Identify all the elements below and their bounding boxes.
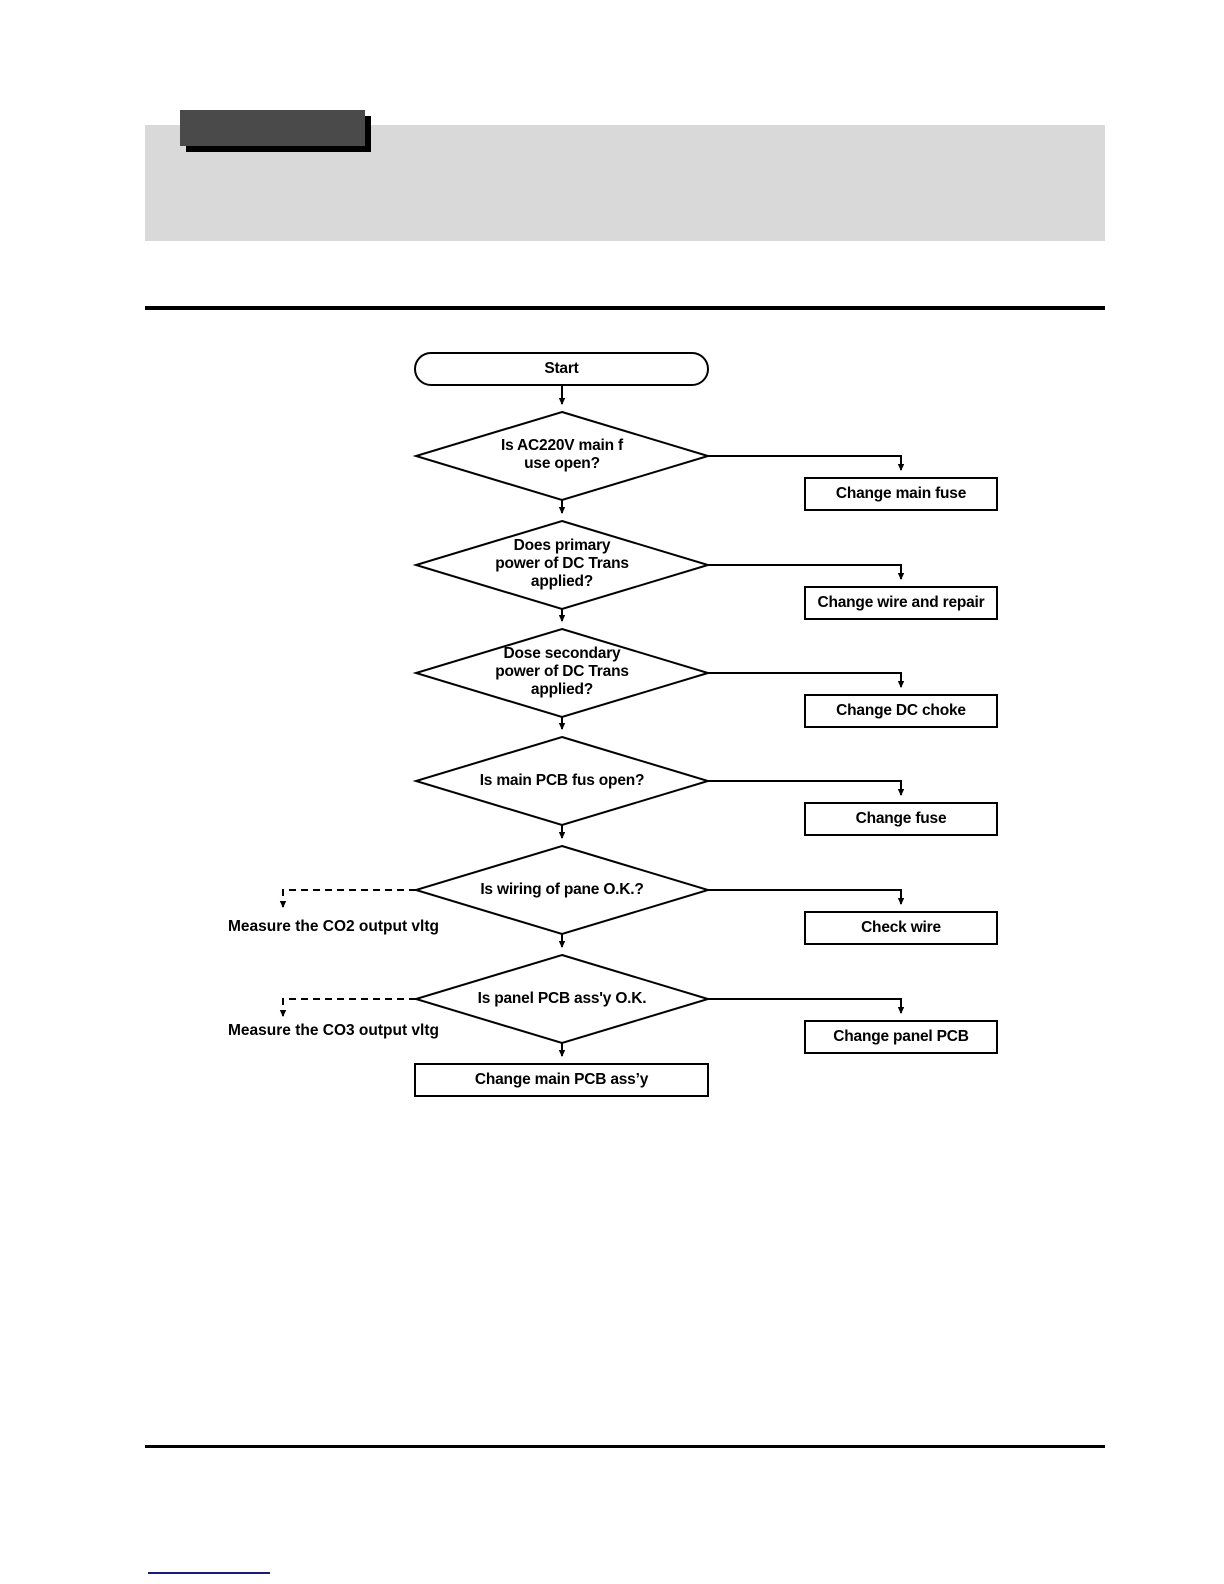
node-decision-primary-power (412, 519, 712, 611)
node-change-main-pcb-assy (414, 1063, 709, 1097)
note-measure-co2: Measure the CO2 output vltg (228, 918, 439, 935)
node-check-wire (804, 911, 998, 945)
edge-d6-to-change-panel-pcb (708, 998, 905, 1014)
node-change-fuse (804, 802, 998, 836)
edge-d5-to-note-co2 (279, 889, 416, 908)
edge-d1-to-change-main-fuse (708, 455, 905, 471)
edge-d4-to-change-fuse (708, 780, 905, 796)
node-change-panel-pcb (804, 1020, 998, 1054)
edge-d5-to-check-wire (708, 889, 905, 905)
bottom-horizontal-rule (145, 1445, 1105, 1448)
top-horizontal-rule (145, 306, 1105, 310)
edge-d6-to-note-co3 (279, 998, 416, 1017)
node-change-dc-choke (804, 694, 998, 728)
node-start (414, 352, 709, 386)
node-decision-wiring (412, 844, 712, 936)
node-decision-panel-pcb (412, 953, 712, 1045)
edge-d2-to-change-wire-repair (708, 564, 905, 580)
note-measure-co3: Measure the CO3 output vltg (228, 1022, 439, 1039)
node-decision-main-fuse (412, 410, 712, 502)
header-tab (180, 110, 365, 146)
footer-mark-rule (148, 1572, 270, 1574)
edge-d3-to-change-dc-choke (708, 672, 905, 688)
node-decision-secondary-power (412, 627, 712, 719)
node-change-main-fuse (804, 477, 998, 511)
node-change-wire-repair (804, 586, 998, 620)
node-decision-pcb-fuse (412, 735, 712, 827)
